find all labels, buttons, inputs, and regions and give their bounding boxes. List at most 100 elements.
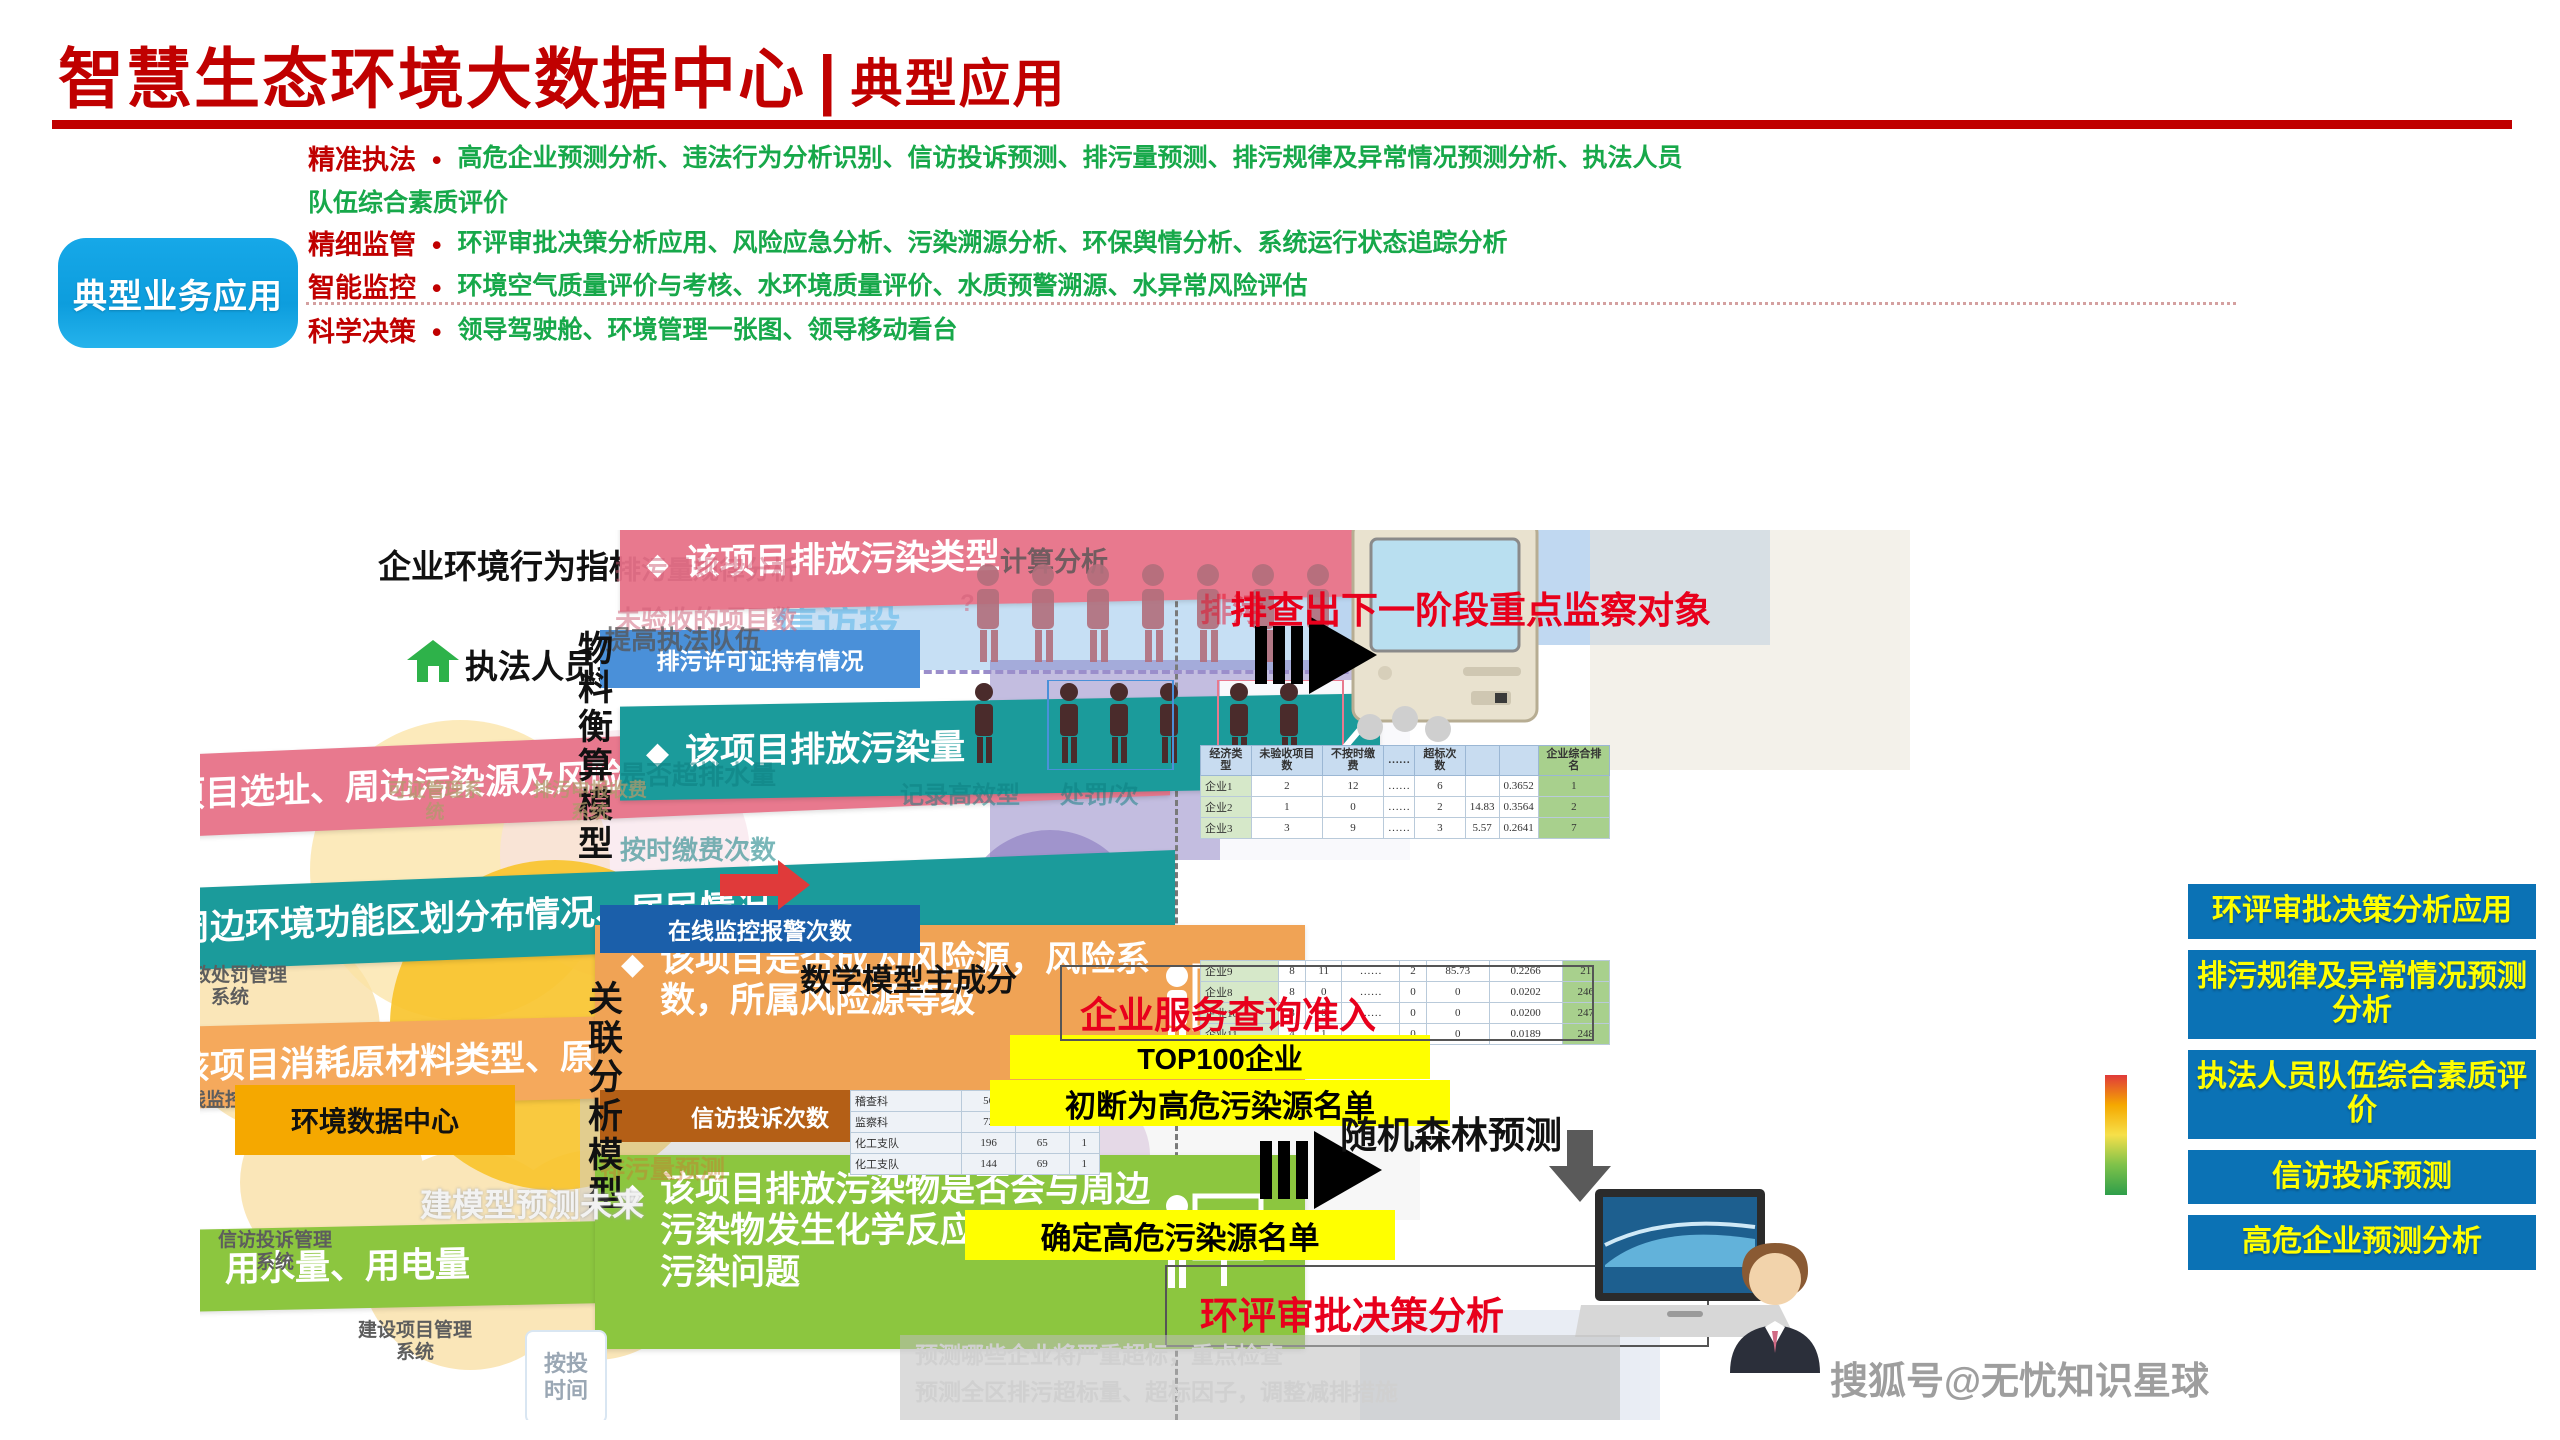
bullet-category: 智能监控 xyxy=(308,273,416,304)
bullet-category: 精准执法 xyxy=(308,145,416,175)
table-cell: 69 xyxy=(1014,1153,1070,1175)
table-row: 化工支队 144 69 1 xyxy=(849,1153,1101,1175)
band-risk-source-text: 该项目是否成为风险源，风险系数，所属风险源等级 xyxy=(660,940,1151,1021)
table-cell: 7 xyxy=(1537,817,1611,840)
random-forest-label: 随机森林预测 xyxy=(1340,1115,1562,1156)
color-legend-strip xyxy=(2105,1075,2127,1195)
environment-data-center-label: 环境数据中心 xyxy=(290,1106,459,1137)
home-icon xyxy=(405,638,461,684)
table-row: 企业3 3 9 …… 3 5.57 0.2641 7 xyxy=(1200,817,1611,840)
top100-enterprise-text: TOP100企业 xyxy=(1137,1044,1303,1076)
faded-system-left: 可证管理系统 xyxy=(387,780,483,824)
table-header-cell xyxy=(1464,744,1500,777)
play-arrow-icon xyxy=(1260,1125,1390,1220)
enterprise-ranking-table: 经济类型 未验收项目数 不按时缴费 …… 超标次数 企业综合排名 企业1 2 1… xyxy=(1200,744,1611,840)
table-cell: 稽查科 xyxy=(849,1090,963,1112)
circle-label-penalty-system: 行政处罚管理系统 xyxy=(200,965,287,1009)
table-cell: 化工支队 xyxy=(849,1132,963,1154)
faded-label: 未验收的项目数 xyxy=(615,605,798,635)
table-cell: …… xyxy=(1383,817,1415,840)
bullet-row: 精细监管 • 环评审批决策分析应用、风险应急分析、污染溯源分析、环保舆情分析、系… xyxy=(308,227,2368,263)
table-row: 企业1 2 12 …… 6 0.3652 1 xyxy=(1200,775,1611,798)
eia-decision-analysis-label: 环评审批决策分析 xyxy=(1200,1296,1505,1338)
enterprise-indicator-heading: 企业环境行为指标 xyxy=(378,548,642,585)
table-cell: 144 xyxy=(961,1153,1016,1175)
vertical-label-correlation-model: 关联分析模型 xyxy=(583,980,622,1214)
retro-computer-icon xyxy=(1345,530,1545,735)
bullet-text: 领导驾驶舱、环境管理一张图、领导移动看台 xyxy=(457,315,958,344)
chip-petition-complaint-prediction[interactable]: 信访投诉预测 xyxy=(2188,1149,2536,1204)
bullet-text: 环评审批决策分析应用、风险应急分析、污染溯源分析、环保舆情分析、系统运行状态追踪… xyxy=(457,229,1508,258)
faded-label: 记录高效型 xyxy=(900,782,1020,809)
watermark: 搜狐号@无忧知识星球 xyxy=(1830,1361,2210,1403)
table-cell: 3 xyxy=(1250,817,1324,840)
flag-online-alarm-text: 在线监控报警次数 xyxy=(668,918,852,944)
bullets-underline xyxy=(306,302,2236,305)
application-chip-list: 环评审批决策分析应用 排污规律及异常情况预测分析 执法人员队伍综合素质评价 信访… xyxy=(2188,884,2536,1281)
faded-label: 排污量预测 xyxy=(600,1156,726,1184)
chip-high-risk-enterprise-prediction[interactable]: 高危企业预测分析 xyxy=(2188,1215,2536,1270)
table-cell: 5.57 xyxy=(1464,817,1500,840)
faded-label: 是否超排水量 xyxy=(620,760,777,790)
bullet-category: 精细监管 xyxy=(308,230,416,261)
flag-petition-count-text: 信访投诉次数 xyxy=(691,1105,829,1131)
decor-panel xyxy=(1590,530,1910,770)
bullet-list: 精准执法 • 高危企业预测分析、违法行为分析识别、信访投诉预测、排污量预测、排污… xyxy=(308,142,2368,357)
bullet-text: 环境空气质量评价与考核、水环境质量评价、水质预警溯源、水异常风险评估 xyxy=(457,272,1308,301)
circle-label-project-system: 建设项目管理系统 xyxy=(357,1320,472,1364)
bullet-row: 智能监控 • 环境空气质量评价与考核、水环境质量评价、水质预警溯源、水异常风险评… xyxy=(308,270,2368,306)
title-separator: | xyxy=(818,42,839,116)
discharge-faded-label: 排污 xyxy=(1200,592,1265,628)
table-cell: …… xyxy=(1383,796,1415,819)
down-arrow-icon xyxy=(1545,1130,1615,1209)
table-cell: 9 xyxy=(1322,817,1384,840)
table-row: 化工支队 196 65 1 xyxy=(849,1132,1101,1154)
table-header-row: 经济类型 未验收项目数 不按时缴费 …… 超标次数 企业综合排名 xyxy=(1200,744,1611,777)
title-divider xyxy=(52,120,2512,129)
table-header-cell: 未验收项目数 xyxy=(1250,744,1324,777)
table-cell: 6 xyxy=(1414,775,1466,798)
laptop-icon xyxy=(1575,1185,1795,1355)
enterprise-service-query-label: 企业服务查询准入 xyxy=(1080,995,1376,1036)
decor-dashed-line xyxy=(900,670,1420,674)
table-cell: 12 xyxy=(1322,775,1384,798)
diamond-bullet-icon: ◆ xyxy=(621,1178,645,1211)
vertical-label-material-balance-model: 物料衡算模型 xyxy=(573,630,612,864)
gray-note-2: 预测全区排污超标量、超标因子，调整减排措施 xyxy=(915,1379,1398,1405)
bullet-category: 科学决策 xyxy=(308,316,416,347)
table-cell: 196 xyxy=(961,1132,1016,1154)
chip-discharge-pattern-prediction[interactable]: 排污规律及异常情况预测分析 xyxy=(2188,949,2536,1039)
bullet-dot-icon: • xyxy=(432,230,442,261)
table-cell: 3 xyxy=(1414,817,1466,840)
chip-eia-decision-analysis[interactable]: 环评审批决策分析应用 xyxy=(2188,884,2536,939)
collage-diagram: 企业环境行为指标 执法人员执法过程分类与考核 信访投 项目选址、周边污染源及风险… xyxy=(200,530,2170,1420)
table-cell: 企业3 xyxy=(1200,817,1252,840)
faded-system-right: 排污申报收费系统 xyxy=(532,780,647,824)
page-title: 智慧生态环境大数据中心|典型应用 xyxy=(58,26,1066,122)
chip-officer-quality-evaluation[interactable]: 执法人员队伍综合素质评价 xyxy=(2188,1049,2536,1139)
circle-label-petition-system: 信访投诉管理系统 xyxy=(217,1230,332,1274)
table-cell: 2 xyxy=(1537,796,1611,819)
time-axis-label: 按投时间 xyxy=(543,1350,588,1404)
table-cell: 1 xyxy=(1250,796,1324,819)
table-cell: 1 xyxy=(1068,1153,1101,1175)
table-cell: 1 xyxy=(1537,775,1611,798)
flag-discharge-permit-text: 排污许可证持有情况 xyxy=(656,648,864,674)
preliminary-high-risk-label: 初断为高危污染源名单 xyxy=(990,1080,1450,1126)
people-pictogram-row xyxy=(970,560,1430,675)
table-header-cell: 经济类型 xyxy=(1200,744,1252,777)
table-cell: 2 xyxy=(1414,796,1466,819)
table-cell: 2 xyxy=(1250,775,1324,798)
bullet-continuation: 队伍综合素质评价 xyxy=(308,189,509,218)
table-cell: 0.3652 xyxy=(1498,775,1539,798)
confirm-high-risk-label: 确定高危污染源名单 xyxy=(965,1210,1395,1260)
page-title-main: 智慧生态环境大数据中心 xyxy=(58,42,806,116)
faded-label: 提高执法队伍 xyxy=(605,625,762,655)
diamond-bullet-icon: ◆ xyxy=(621,948,645,981)
table-cell: 化工支队 xyxy=(849,1153,963,1175)
bullet-text: 高危企业预测分析、违法行为分析识别、信访投诉预测、排污量预测、排污规律及异常情况… xyxy=(457,144,1683,172)
bullet-row: 科学决策 • 领导驾驶舱、环境管理一张图、领导移动看台 xyxy=(308,314,2368,350)
preliminary-high-risk-text: 初断为高危污染源名单 xyxy=(1065,1088,1375,1124)
table-cell: …… xyxy=(1383,775,1415,798)
bullet-dot-icon: • xyxy=(432,316,442,347)
